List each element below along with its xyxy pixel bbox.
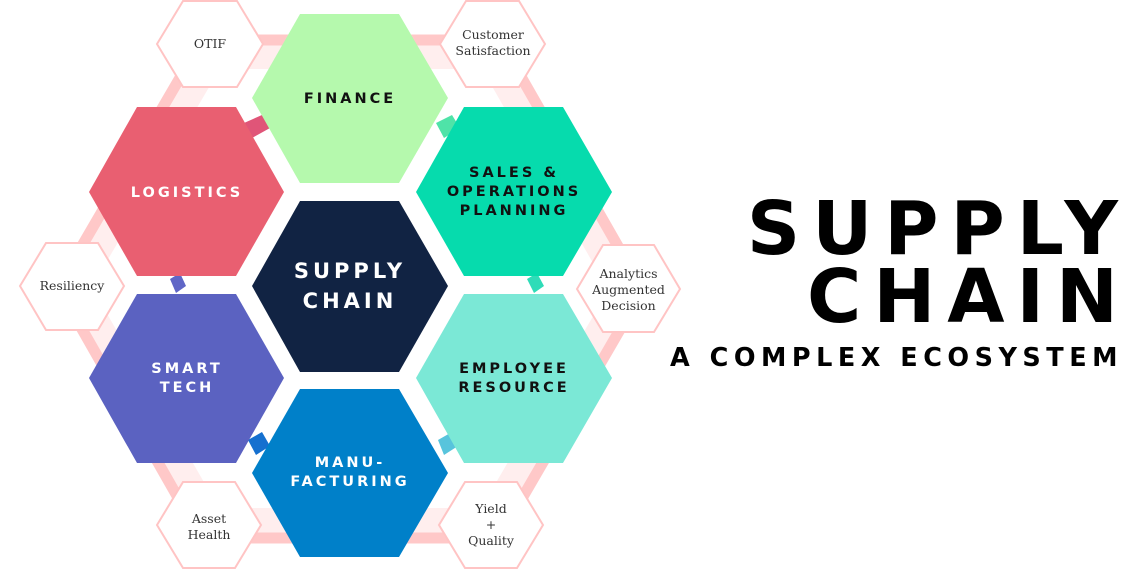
hex-supply-chain-core: [252, 201, 448, 372]
label-manufacturing: MANU- FACTURING: [290, 455, 410, 490]
metric-hex-asset-health: [155, 481, 263, 569]
metric-label-otif: OTIF: [193, 36, 227, 51]
metric-label-asset-health: Asset Health: [187, 511, 231, 542]
metric-label-yield-quality: Yield + Quality: [468, 501, 514, 548]
hex-smart-tech: [89, 294, 284, 463]
metric-hex-resiliency: [18, 242, 126, 331]
label-finance: FINANCE: [303, 90, 397, 107]
hex-logistics: [89, 107, 284, 276]
hex-employee-resource: [416, 294, 612, 463]
metric-label-analytics-augmented-decision: Analytics Augmented Decision: [592, 266, 665, 313]
hex-graphics: [18, 0, 682, 569]
title-block: SUPPLY CHAIN A COMPLEX ECOSYSTEM: [670, 192, 1118, 375]
metric-hex-yield-quality: [437, 481, 545, 569]
title-chain: CHAIN: [807, 254, 1130, 340]
metric-hex-analytics: [575, 244, 682, 333]
label-supply-chain-core: SUPPLY CHAIN: [293, 259, 407, 313]
segment-hexes: [89, 14, 612, 557]
metric-hexes: [18, 0, 682, 569]
metric-hex-customer-satisfaction: [438, 0, 547, 88]
metric-hex-otif: [155, 0, 265, 88]
hex-manufacturing: [252, 389, 448, 557]
label-logistics: LOGISTICS: [130, 184, 244, 201]
metric-label-customer-satisfaction: Customer Satisfaction: [455, 27, 531, 58]
hex-finance: [252, 14, 448, 183]
hex-sales-operations-planning: [416, 107, 612, 276]
supply-chain-hex-diagram: FINANCE SALES & OPERATIONS PLANNING EMPL…: [18, 0, 682, 569]
metric-label-resiliency: Resiliency: [39, 278, 105, 293]
label-smart-tech: SMART TECH: [151, 361, 223, 396]
title-supply: SUPPLY: [746, 186, 1130, 272]
label-sales-operations-planning: SALES & OPERATIONS PLANNING: [446, 164, 582, 219]
label-employee-resource: EMPLOYEE RESOURCE: [458, 361, 570, 396]
subtitle: A COMPLEX ECOSYSTEM: [670, 343, 1123, 373]
